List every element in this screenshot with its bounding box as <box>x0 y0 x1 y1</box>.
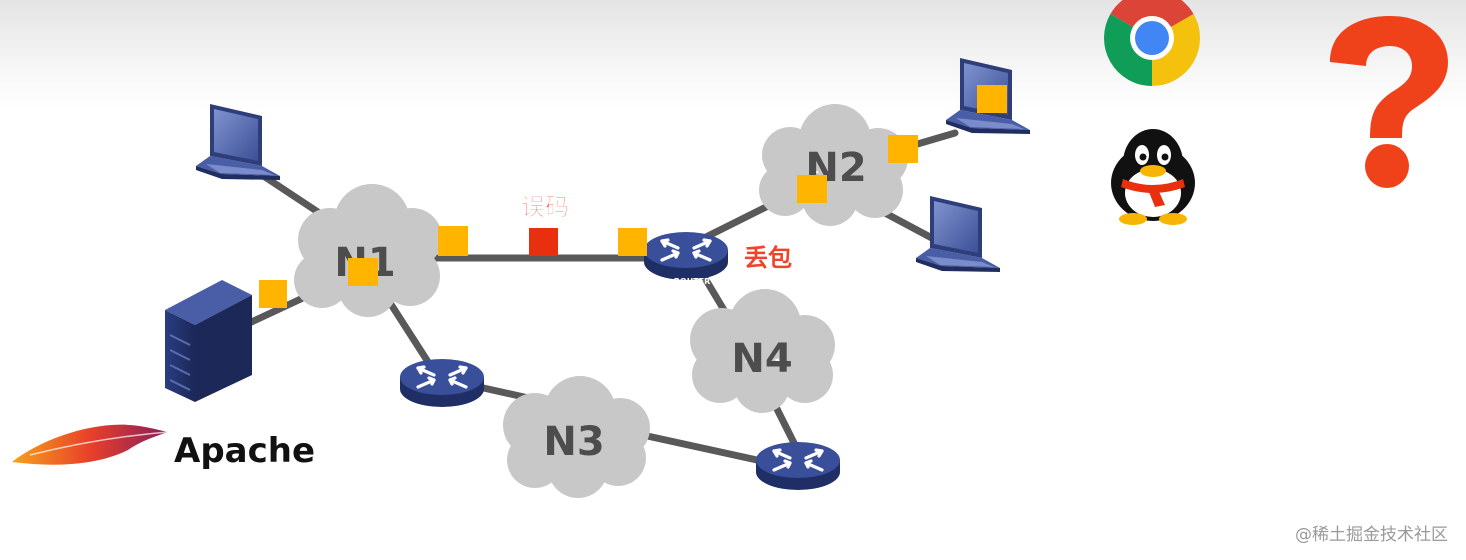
cloud-label-n4: N4 <box>731 336 792 382</box>
packet-icon <box>438 226 468 256</box>
router-b: ROUTER <box>398 357 486 417</box>
question-mark-icon <box>1330 16 1448 188</box>
packet-loss-label: 丢包 <box>744 244 792 272</box>
router-label: ROUTER <box>674 277 711 286</box>
apache-logo-text: Apache <box>174 431 315 471</box>
packet-icon <box>348 258 378 286</box>
packet-icon <box>618 228 647 256</box>
chrome-icon <box>1103 0 1201 86</box>
packets <box>259 85 1007 308</box>
cloud-n3: N3 <box>503 376 650 498</box>
cloud-n2: N2 <box>759 104 908 226</box>
apache-feather-icon <box>12 424 169 465</box>
server-icon <box>165 280 252 402</box>
packet-error-icon <box>529 228 558 256</box>
cloud-label-n3: N3 <box>543 419 604 465</box>
qq-penguin-icon <box>1111 129 1195 225</box>
watermark: @稀土掘金技术社区 <box>1295 525 1448 545</box>
packet-icon <box>977 85 1007 113</box>
cloud-n4: N4 <box>690 289 835 413</box>
packet-icon <box>259 280 287 308</box>
router-c: ROUTER <box>754 440 842 499</box>
router-a: ROUTER <box>642 230 730 286</box>
laptop-icon <box>196 104 280 180</box>
router-label: ROUTER <box>426 408 463 417</box>
packet-icon <box>797 175 827 203</box>
bit-error-label: 误码 <box>521 193 569 221</box>
link-n1-routerB <box>381 291 434 369</box>
packet-icon <box>888 135 918 163</box>
cloud-n1: N1 <box>294 184 442 317</box>
router-label: ROUTER <box>782 490 819 499</box>
